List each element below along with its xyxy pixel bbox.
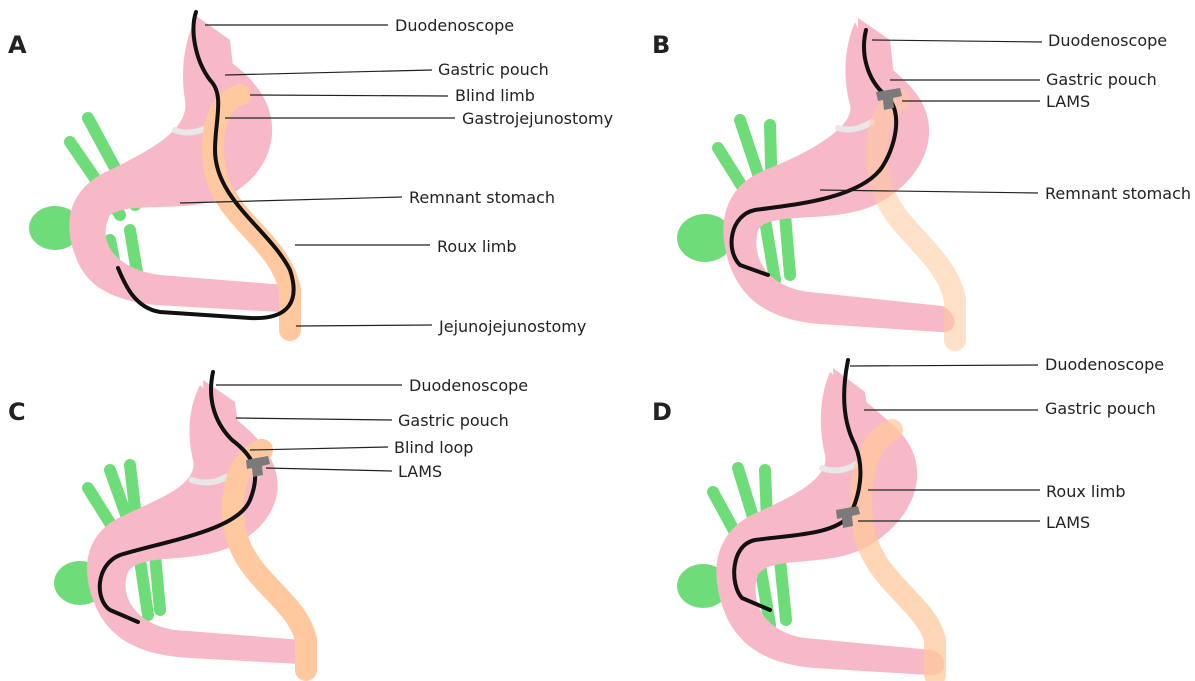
label-lams-c: LAMS (398, 462, 442, 481)
label-gastric-pouch-a: Gastric pouch (438, 60, 549, 79)
label-gastric-pouch-d: Gastric pouch (1045, 399, 1156, 418)
label-blind-loop-c: Blind loop (394, 438, 473, 457)
label-lams-d: LAMS (1046, 513, 1090, 532)
leader-duodenoscope-b (872, 40, 1042, 42)
label-duodenoscope-a: Duodenoscope (395, 16, 514, 35)
label-roux-limb-a: Roux limb (437, 237, 517, 256)
label-lams-b: LAMS (1046, 92, 1090, 111)
panel-d: D Duodenoscope Gastric pouch Roux limb L… (652, 355, 1164, 675)
label-blind-limb-a: Blind limb (455, 86, 535, 105)
panel-letter-c: C (8, 398, 26, 426)
label-duodenoscope-d: Duodenoscope (1045, 355, 1164, 374)
remnant-stomach-d (716, 372, 944, 675)
panel-letter-b: B (652, 31, 670, 59)
label-duodenoscope-b: Duodenoscope (1048, 31, 1167, 50)
leader-duodenoscope-d (850, 365, 1038, 366)
label-jejunojejunostomy-a: Jejunojejunostomy (438, 317, 586, 336)
panel-c: C Duodenoscope Gastric pouch Blind loop … (8, 372, 528, 670)
remnant-stomach-c (87, 385, 315, 664)
label-gastrojejunostomy-a: Gastrojejunostomy (462, 109, 613, 128)
leader-blind-limb-a (250, 95, 448, 96)
label-gastric-pouch-b: Gastric pouch (1046, 70, 1157, 89)
label-duodenoscope-c: Duodenoscope (409, 376, 528, 395)
label-remnant-stomach-b: Remnant stomach (1045, 184, 1191, 203)
remnant-stomach-b (723, 22, 954, 332)
panel-a: A Duodenoscope Gastric pouch Blind limb … (8, 12, 613, 336)
leader-lams-c (266, 468, 392, 471)
leader-gastric-pouch-c (236, 418, 392, 420)
label-gastric-pouch-c: Gastric pouch (398, 411, 509, 430)
panel-letter-d: D (652, 398, 672, 426)
leader-gastric-pouch-a (225, 70, 432, 75)
leader-jejunojejunostomy-a (296, 325, 432, 326)
label-remnant-stomach-a: Remnant stomach (409, 188, 555, 207)
panel-letter-a: A (8, 31, 27, 59)
remnant-stomach-a (69, 20, 295, 312)
panel-b: B Duodenoscope Gastric pouch LAMS Remnan… (652, 18, 1191, 340)
label-roux-limb-d: Roux limb (1046, 482, 1126, 501)
